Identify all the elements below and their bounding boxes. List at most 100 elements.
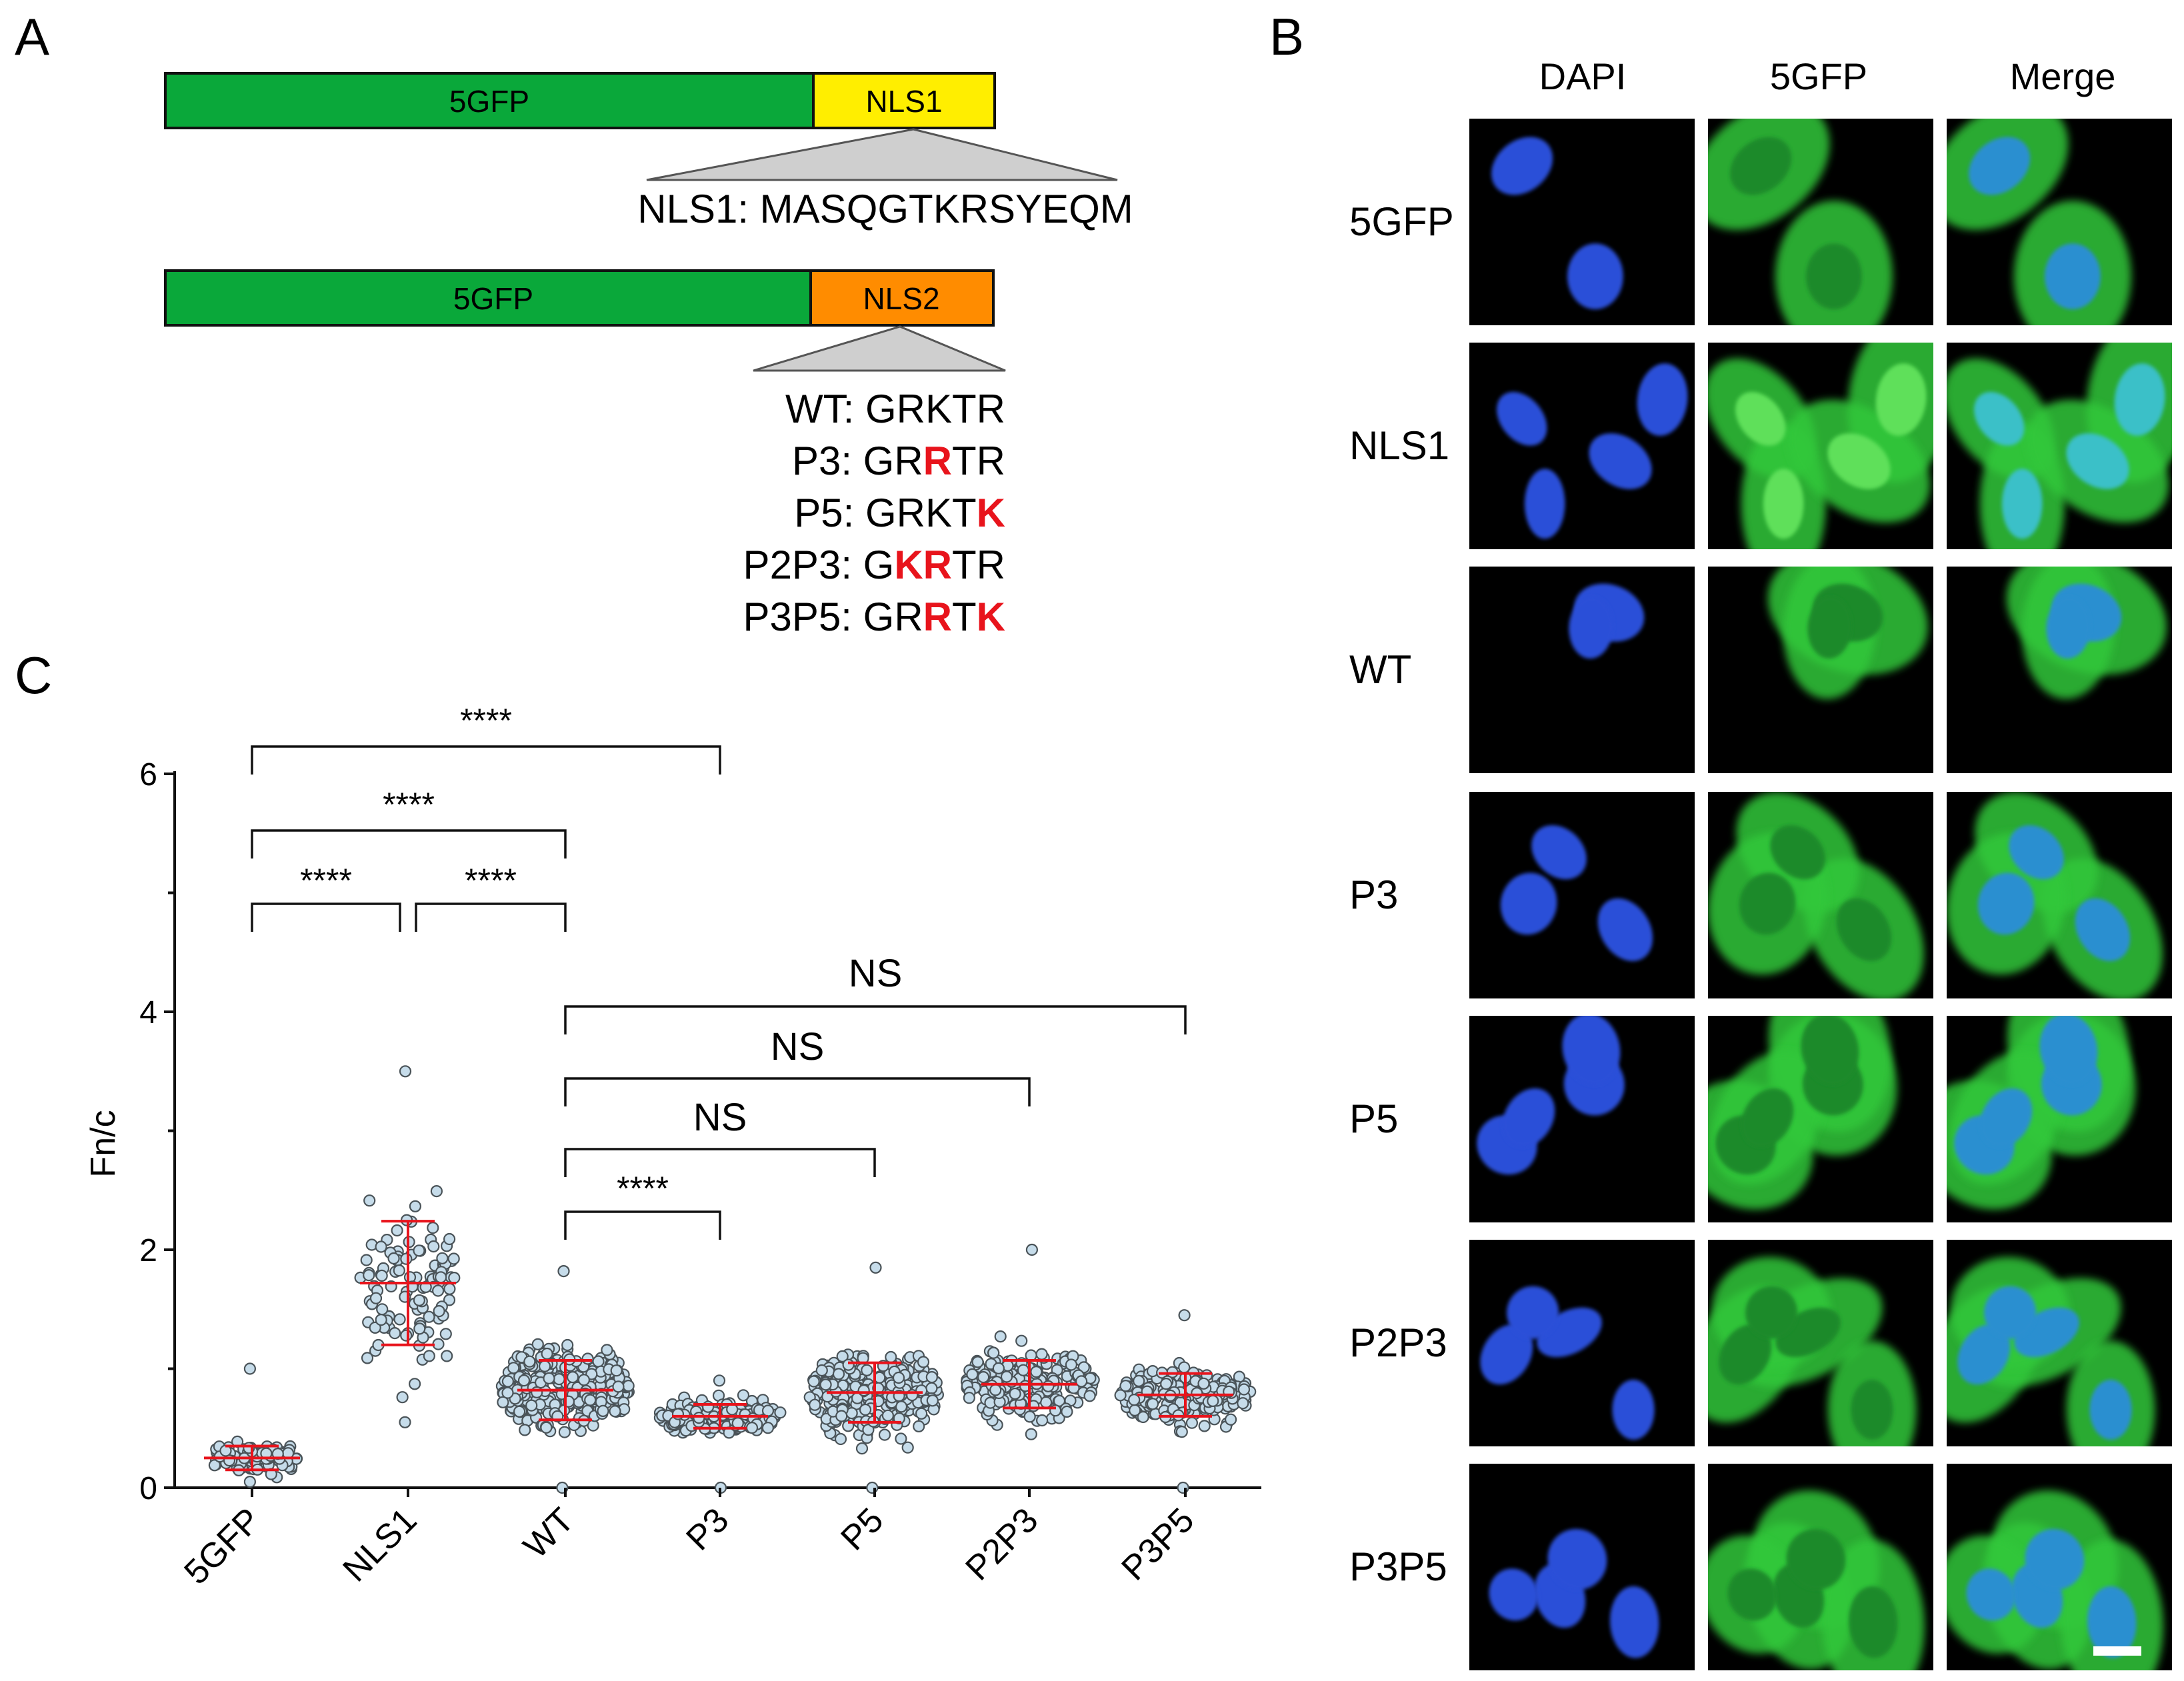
data-point bbox=[409, 1200, 422, 1212]
data-point bbox=[1185, 1416, 1199, 1429]
nucleus-signal bbox=[2025, 1528, 2085, 1590]
nucleus-signal bbox=[1569, 596, 1613, 659]
residue: T bbox=[952, 595, 977, 639]
variant-sequence: WT: GRKTR bbox=[785, 387, 1005, 431]
data-point bbox=[1198, 1420, 1211, 1432]
nls2-zoom-wedge bbox=[753, 325, 1006, 372]
mean-sd-bar bbox=[360, 1220, 456, 1346]
data-point bbox=[1137, 1410, 1149, 1424]
x-tick-label: NLS1 bbox=[335, 1500, 424, 1589]
data-point bbox=[389, 1326, 401, 1340]
data-point bbox=[501, 1375, 515, 1388]
nls2-label: NLS2 bbox=[863, 281, 939, 316]
data-point bbox=[400, 1329, 413, 1342]
data-point bbox=[737, 1389, 750, 1402]
data-point bbox=[601, 1344, 613, 1356]
data-point bbox=[561, 1338, 574, 1352]
nucleus-signal bbox=[2087, 1586, 2137, 1658]
data-point bbox=[363, 1268, 375, 1282]
micrograph-5gfp bbox=[1708, 119, 1933, 325]
nucleus-signal bbox=[1969, 137, 2031, 195]
data-point bbox=[1025, 1243, 1039, 1256]
data-points-group bbox=[354, 1065, 461, 1428]
data-point bbox=[1039, 1396, 1053, 1408]
data-point bbox=[989, 1384, 1002, 1396]
y-tick-label: 4 bbox=[139, 995, 157, 1030]
mean-sd-bar bbox=[517, 1359, 613, 1422]
residue: GRKT bbox=[865, 491, 977, 535]
data-point bbox=[971, 1356, 984, 1368]
residue: GR bbox=[863, 439, 923, 483]
nucleus-signal bbox=[1827, 433, 1891, 489]
micrograph-dapi bbox=[1469, 343, 1695, 549]
micrograph-merge bbox=[1947, 343, 2172, 549]
data-point bbox=[430, 1184, 443, 1198]
micrograph-5gfp bbox=[1708, 567, 1933, 773]
y-tick-label: 0 bbox=[139, 1471, 157, 1506]
data-point bbox=[369, 1321, 381, 1334]
variant-name: P2P3: bbox=[743, 543, 863, 587]
data-point bbox=[399, 1065, 412, 1078]
nucleus-signal bbox=[1547, 1528, 1607, 1590]
data-point bbox=[413, 1244, 425, 1257]
data-point bbox=[408, 1378, 421, 1390]
nucleus-signal bbox=[2046, 596, 2091, 659]
bracket-line bbox=[564, 1077, 1031, 1106]
data-points-group bbox=[653, 1374, 787, 1494]
x-tick-label: P5 bbox=[833, 1500, 891, 1558]
data-point bbox=[517, 1374, 531, 1387]
mutated-residue: R bbox=[923, 439, 952, 483]
data-point bbox=[369, 1292, 383, 1304]
scale-bar bbox=[2093, 1646, 2141, 1656]
data-point bbox=[913, 1420, 925, 1432]
column-header: 5GFP bbox=[1770, 55, 1867, 97]
data-point bbox=[917, 1356, 930, 1368]
data-point bbox=[361, 1352, 374, 1364]
data-point bbox=[1023, 1410, 1036, 1423]
row-label: P3P5 bbox=[1349, 1544, 1447, 1589]
data-point bbox=[497, 1396, 509, 1408]
micrograph-dapi bbox=[1469, 1016, 1695, 1222]
residue: TR bbox=[952, 543, 1005, 587]
data-point bbox=[525, 1399, 538, 1412]
nucleus-signal bbox=[1741, 1088, 1794, 1148]
micrograph-merge bbox=[1947, 792, 2172, 998]
data-point bbox=[1207, 1394, 1219, 1407]
micrograph-merge bbox=[1947, 1464, 2172, 1670]
data-point bbox=[1191, 1387, 1203, 1400]
nucleus-signal bbox=[1562, 1016, 1621, 1086]
data-point bbox=[994, 1330, 1007, 1343]
data-point bbox=[363, 1194, 376, 1207]
data-point bbox=[423, 1350, 435, 1362]
nucleus-signal bbox=[1637, 363, 1688, 436]
bracket-line bbox=[251, 902, 401, 932]
data-point bbox=[243, 1476, 256, 1488]
bracket-line bbox=[251, 745, 721, 775]
micrograph-5gfp bbox=[1708, 1464, 1933, 1670]
data-point bbox=[243, 1362, 256, 1375]
mutated-residue: R bbox=[923, 595, 952, 639]
data-point bbox=[1197, 1377, 1210, 1390]
data-point bbox=[423, 1310, 435, 1323]
data-point bbox=[376, 1303, 389, 1316]
micrograph-5gfp bbox=[1708, 343, 1933, 549]
data-point bbox=[436, 1252, 449, 1264]
variant-name: WT: bbox=[785, 387, 865, 431]
mean-sd-bar bbox=[672, 1403, 768, 1430]
data-point bbox=[1177, 1481, 1189, 1494]
data-point bbox=[519, 1424, 531, 1436]
panel-b-label: B bbox=[1269, 7, 1304, 66]
significance-bracket: **** bbox=[251, 786, 567, 858]
nucleus-signal bbox=[1500, 872, 1557, 935]
row-label: 5GFP bbox=[1349, 199, 1454, 244]
nucleus-signal bbox=[1609, 1586, 1659, 1658]
data-point bbox=[558, 1426, 571, 1438]
x-tick-label: P2P3 bbox=[959, 1500, 1046, 1588]
data-point bbox=[435, 1271, 447, 1284]
data-point bbox=[842, 1358, 855, 1371]
significance-bracket: NS bbox=[564, 1096, 876, 1177]
data-point bbox=[541, 1347, 553, 1360]
data-point bbox=[807, 1375, 820, 1388]
micrograph-dapi bbox=[1469, 1240, 1695, 1446]
